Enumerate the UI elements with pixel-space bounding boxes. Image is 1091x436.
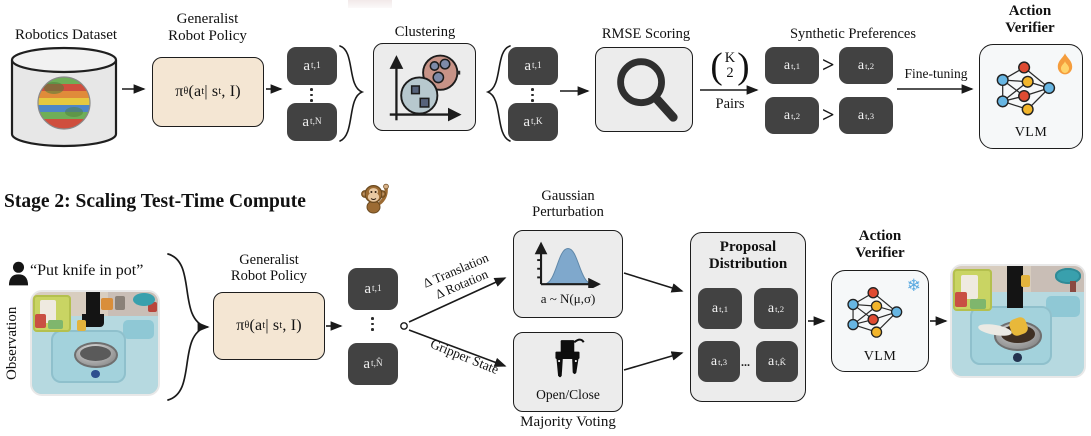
stage2-title: Stage 2: Scaling Test-Time Compute — [4, 191, 306, 212]
vertical-ellipsis — [310, 88, 313, 102]
gaussian-perturbation-label: Gaussian Perturbation — [532, 188, 604, 221]
pairs-label: Pairs — [715, 96, 745, 112]
magnifier-icon — [617, 58, 678, 122]
sink-knob — [91, 369, 101, 378]
toy-item — [147, 302, 157, 313]
database-icon — [10, 46, 118, 148]
rmse-label: RMSE Scoring — [601, 26, 691, 42]
action-verifier-label-stage1: Action Verifier — [1005, 3, 1055, 36]
branch-label-gripper-state: Gripper State — [428, 336, 501, 378]
toy-item — [970, 299, 987, 309]
finetuning-label: Fine-tuning — [904, 66, 968, 81]
action-verifier-box-stage2: ❄ VLM — [831, 270, 929, 372]
snowflake-icon: ❄ — [906, 276, 921, 296]
vertical-ellipsis — [371, 317, 374, 331]
globe-icon — [37, 76, 91, 130]
toy-item — [48, 319, 64, 329]
toy-item — [954, 292, 967, 307]
gaussian-perturbation-box: a ~ N(μ,σ) — [513, 230, 623, 318]
toy-dish — [1054, 268, 1082, 284]
vlm-label: VLM — [1014, 125, 1048, 140]
observation-label: Observation — [4, 306, 20, 380]
pot-interior — [79, 346, 112, 362]
clustering-label: Clustering — [394, 24, 456, 40]
knife-handle — [77, 319, 87, 331]
clustering-box — [373, 43, 476, 131]
horizontal-ellipsis: ... — [741, 355, 750, 369]
majority-voting-box: Open/Close — [513, 332, 623, 412]
clustering-icon — [389, 54, 462, 122]
neural-network-icon — [996, 61, 1056, 116]
gripper-icon — [555, 338, 585, 378]
dataset-label: Robotics Dataset — [14, 27, 118, 43]
synthetic-preferences-label: Synthetic Preferences — [789, 26, 917, 42]
toy-item — [115, 296, 126, 311]
gaussian-curve-icon — [534, 241, 601, 288]
policy-label-stage1: Generalist Robot Policy — [168, 11, 247, 44]
person-icon — [8, 261, 29, 286]
cropped-artifact — [348, 0, 392, 8]
task-prompt: “Put knife in pot” — [30, 262, 144, 279]
preferred-over-symbol: > — [822, 52, 835, 77]
toy-item — [34, 314, 46, 328]
rmse-box — [595, 47, 693, 132]
toy-dish — [132, 293, 156, 307]
robot-gripper — [82, 314, 104, 327]
result-photo — [952, 266, 1084, 376]
majority-voting-label: Majority Voting — [520, 414, 616, 430]
sink-basin-right — [1045, 295, 1081, 317]
action-verifier-box-stage1: VLM — [979, 44, 1083, 149]
flame-icon — [1057, 53, 1073, 75]
vertical-ellipsis — [531, 88, 534, 102]
toy-item — [101, 298, 113, 311]
robot-gripper — [1007, 266, 1024, 308]
observation-photo — [32, 292, 158, 394]
monkey-icon — [361, 183, 389, 214]
proposal-distribution-title: Proposal Distribution — [708, 239, 788, 272]
preferred-over-symbol: > — [822, 102, 835, 127]
branch-label-translation-rotation: Δ Translation Δ Rotation — [420, 249, 491, 302]
knife-handle — [1020, 274, 1030, 287]
action-verifier-label-stage2: Action Verifier — [855, 228, 905, 261]
vlm-label: VLM — [863, 349, 897, 364]
toy-item — [1069, 281, 1077, 293]
gaussian-formula: a ~ N(μ,σ) — [540, 291, 596, 306]
sink-basin-right — [122, 319, 155, 339]
binomial-k-choose-2: ( K 2 ) — [710, 45, 750, 87]
gripper-caption: Open/Close — [536, 387, 600, 402]
sink-knob — [1012, 352, 1022, 362]
policy-label-stage2: Generalist Robot Policy — [230, 252, 308, 285]
neural-network-icon — [847, 287, 903, 338]
